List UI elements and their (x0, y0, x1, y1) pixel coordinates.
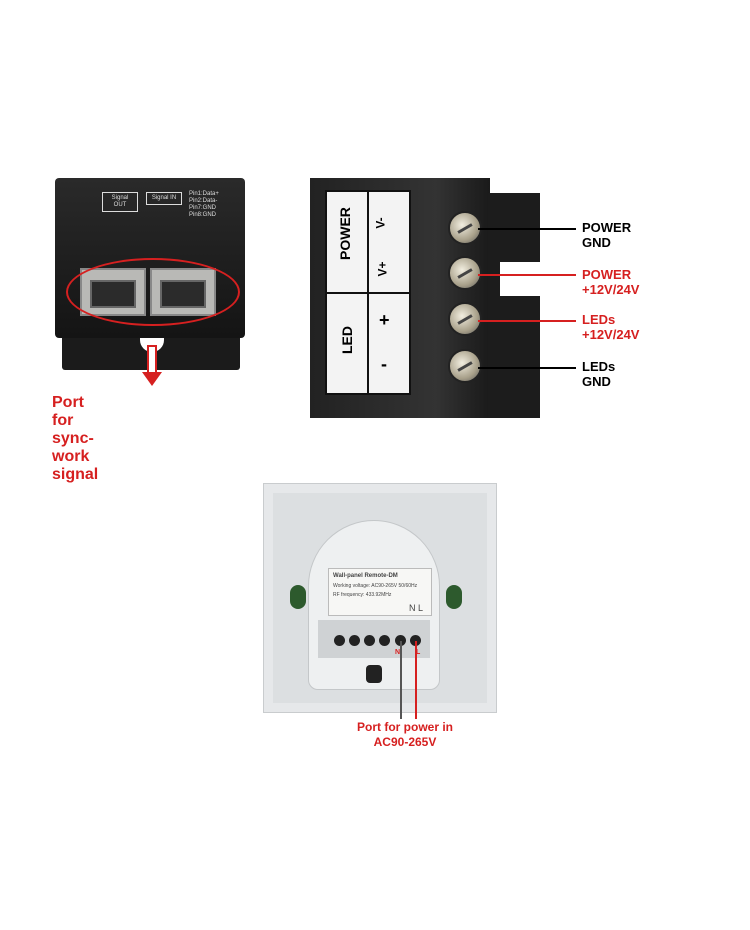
terminal-hole (364, 635, 375, 646)
terminal-hole (349, 635, 360, 646)
pin-label: Pin7:GND (189, 205, 217, 211)
leader-line-n (400, 641, 402, 719)
terminal-n (395, 635, 406, 646)
sticker-title: Wall-panel Remote-DM (333, 573, 398, 579)
bottom-hole (366, 665, 382, 683)
arrow-down-icon (147, 345, 157, 373)
leader-line (478, 228, 576, 230)
silk-signal-in: Signal IN (146, 192, 182, 205)
sticker-line: RF frequency: 433.92MHz (333, 592, 392, 598)
n-label: N (395, 649, 401, 656)
pin-label: Pin8:GND (189, 212, 217, 218)
screw-power-gnd (448, 211, 482, 245)
terminal-hole (379, 635, 390, 646)
panel-minus: - (381, 354, 387, 374)
label-leds-plus: LEDs +12V/24V (582, 312, 640, 342)
terminal-l (410, 635, 421, 646)
panel-vplus: V+ (375, 261, 390, 277)
terminal-hole (334, 635, 345, 646)
leader-line (478, 367, 576, 369)
screw-power-plus (448, 256, 482, 290)
panel-led-label: LED (339, 326, 355, 354)
power-port-caption: Port for power in AC90-265V (340, 720, 470, 750)
panel-power-label: POWER (337, 207, 353, 260)
mount-hole-right (446, 585, 462, 609)
leader-line (478, 274, 576, 276)
label-power-plus: POWER +12V/24V (582, 267, 640, 297)
label-power-gnd: POWER GND (582, 220, 632, 250)
highlight-ellipse (66, 258, 240, 326)
leader-line (478, 320, 576, 322)
caption-line: AC90-265V (373, 735, 437, 749)
product-sticker: Wall-panel Remote-DM Working voltage: AC… (328, 568, 432, 616)
arrow-head-icon (142, 372, 162, 386)
panel-vminus: V- (373, 217, 388, 229)
panel-plus: + (379, 310, 390, 330)
silk-signal-out: Signal OUT (102, 192, 138, 212)
leader-line-l (415, 641, 417, 719)
terminal-panel: POWER LED V- V+ + - (325, 190, 411, 395)
caption-line: Port for power in (357, 720, 453, 734)
pin-label: Pin2:Data- (189, 198, 218, 204)
l-label: L (416, 649, 421, 656)
screw-leds-gnd (448, 349, 482, 383)
terminal-slot (500, 262, 540, 296)
pin-label: Pin1:Data+ (189, 191, 219, 197)
mount-hole-left (290, 585, 306, 609)
sticker-line: Working voltage: AC90-265V 50/60Hz (333, 583, 418, 589)
label-leds-gnd: LEDs GND (582, 359, 616, 389)
sticker-nl: N L (408, 603, 423, 613)
screw-leds-plus (448, 302, 482, 336)
terminal-block (488, 193, 540, 418)
sync-port-caption: Port for sync-work signal (52, 394, 99, 483)
